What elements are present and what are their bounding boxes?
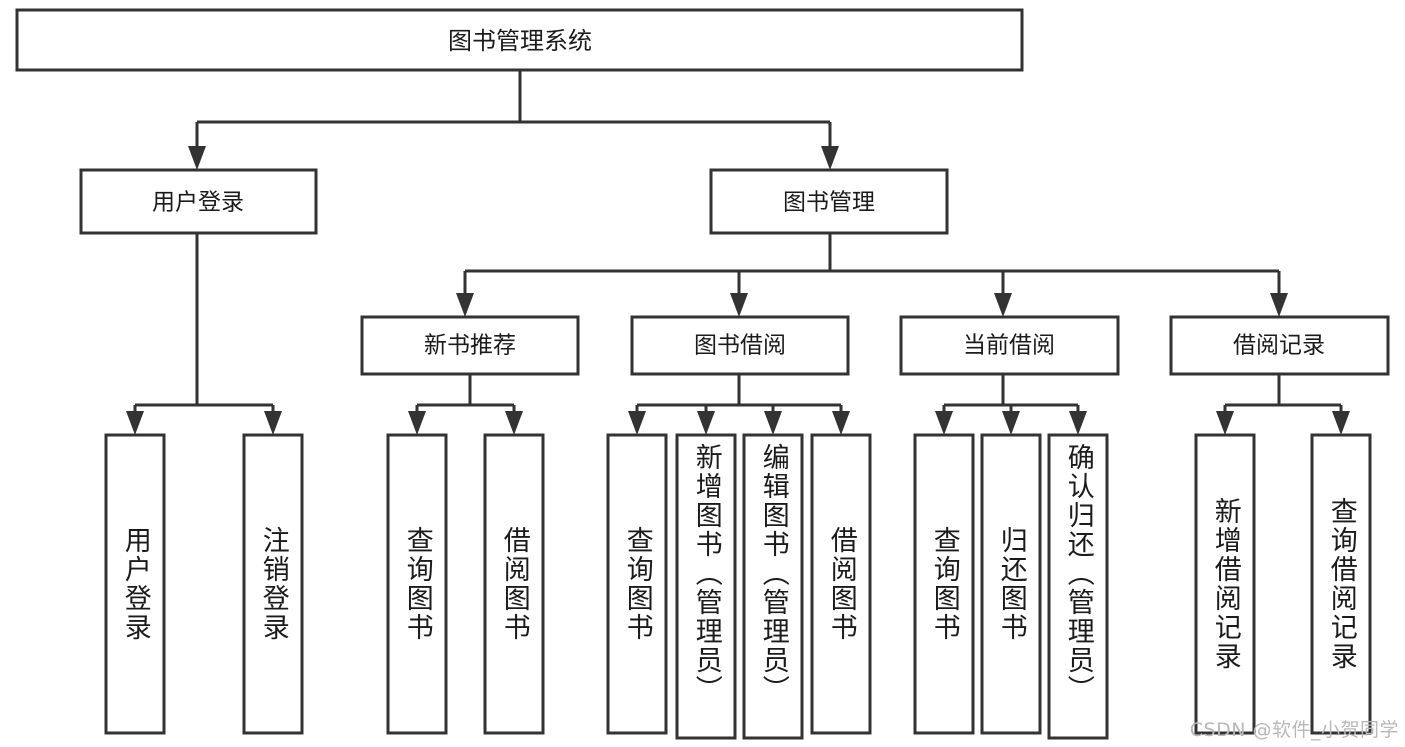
node-leaf-return-book-label: 归还图书 [995,526,1027,642]
arrow-head-book-manage [821,146,839,170]
arrow-head-book-borrow [730,293,748,317]
node-leaf-add-record-label: 新增借阅记录 [1209,497,1241,671]
node-book-manage-label: 图书管理 [783,190,875,216]
arrow-head-leaf-query-book-3 [935,411,953,435]
node-leaf-edit-book-box[interactable] [742,433,804,740]
node-new-book-recommend-label: 新书推荐 [424,333,516,359]
node-book-borrow-box [630,315,850,376]
node-user-login-box [79,168,318,235]
connector-new-book-to-leaves [408,374,523,435]
node-leaf-add-book-box[interactable] [675,433,737,740]
node-leaf-query-book-1-label: 查询图书 [401,526,433,642]
arrow-head-leaf-query-book-2 [628,411,646,435]
node-leaf-borrow-book-1-label: 借阅图书 [498,526,530,642]
connector-borrow-record-to-leaves [1216,374,1350,435]
arrow-head-leaf-logout-login [264,411,282,435]
node-current-borrow[interactable]: 当前借阅 [899,315,1120,376]
node-root-box [15,8,1024,72]
node-leaf-query-book-1-box[interactable] [386,433,448,735]
node-leaf-logout-login-box[interactable] [242,433,304,735]
node-leaf-borrow-book-2-box[interactable] [810,433,872,735]
node-leaf-query-record-label: 查询借阅记录 [1325,497,1357,671]
arrow-head-leaf-query-book-1 [408,411,426,435]
node-leaf-query-record-box[interactable] [1310,433,1372,735]
arrow-head-leaf-add-book [697,411,715,435]
node-book-manage[interactable]: 图书管理 [709,168,949,235]
node-current-borrow-box [899,315,1120,376]
node-leaf-add-book-label: 新增图书（管理员） [690,443,722,704]
arrow-head-leaf-add-record [1216,411,1234,435]
node-borrow-record-label: 借阅记录 [1233,333,1325,359]
connector-book-manage-to-level3 [456,233,1288,317]
node-root-label: 图书管理系统 [448,27,592,55]
node-leaf-add-record-box[interactable] [1194,433,1256,735]
arrow-head-new-book-recommend [456,293,474,317]
arrow-head-leaf-borrow-book-2 [832,411,850,435]
node-leaf-logout-login-label: 注销登录 [257,526,289,642]
arrow-head-borrow-record [1270,293,1288,317]
node-borrow-record-box [1169,315,1390,376]
connector-current-borrow-to-leaves [935,374,1087,435]
node-current-borrow-label: 当前借阅 [963,333,1055,359]
node-new-book-recommend[interactable]: 新书推荐 [360,315,580,376]
node-leaf-edit-book-label: 编辑图书（管理员） [757,443,789,704]
node-book-borrow[interactable]: 图书借阅 [630,315,850,376]
node-borrow-record[interactable]: 借阅记录 [1169,315,1390,376]
connector-user-login-to-leaves [126,233,282,435]
node-user-login[interactable]: 用户登录 [79,168,318,235]
arrow-head-leaf-query-record [1332,411,1350,435]
arrow-head-user-login [188,146,206,170]
node-leaf-query-book-2-box[interactable] [606,433,668,735]
arrow-head-leaf-return-book [1002,411,1020,435]
arrow-head-leaf-confirm-return [1069,411,1087,435]
connector-root-to-level2 [188,70,839,170]
node-leaf-return-book-box[interactable] [980,433,1042,735]
node-root[interactable]: 图书管理系统 [15,8,1024,72]
node-leaf-borrow-book-1-box[interactable] [483,433,545,735]
node-book-borrow-label: 图书借阅 [694,333,786,359]
node-book-manage-box [709,168,949,235]
node-leaf-query-book-3-label: 查询图书 [928,526,960,642]
node-user-login-label: 用户登录 [152,190,244,216]
node-new-book-recommend-box [360,315,580,376]
node-leaf-query-book-3-box[interactable] [913,433,975,735]
node-leaf-confirm-return-box[interactable] [1047,433,1109,740]
watermark-text: CSDN @软件_小贺同学 [1189,719,1399,741]
node-leaf-borrow-book-2-label: 借阅图书 [825,526,857,642]
arrow-head-leaf-borrow-book-1 [505,411,523,435]
arrow-head-leaf-edit-book [764,411,782,435]
arrow-head-leaf-user-login [126,411,144,435]
node-leaf-confirm-return-label: 确认归还（管理员） [1062,443,1094,704]
arrow-head-current-borrow [994,293,1012,317]
node-leaf-user-login-box[interactable] [104,433,166,735]
node-leaf-query-book-2-label: 查询图书 [621,526,653,642]
node-leaf-user-login-label: 用户登录 [119,526,151,642]
connector-book-borrow-to-leaves [628,374,850,435]
